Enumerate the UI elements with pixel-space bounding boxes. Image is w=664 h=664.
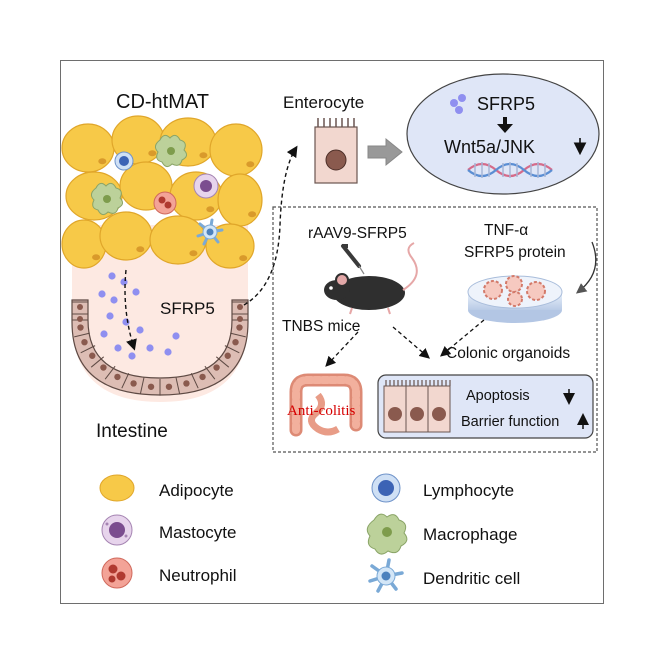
- enterocyte-label: Enterocyte: [283, 93, 364, 112]
- macrophage-in-tissue-2: [90, 182, 124, 216]
- nucleus: [224, 352, 231, 359]
- cd-htmat-label: CD-htMAT: [116, 91, 209, 113]
- nucleus: [147, 383, 155, 390]
- result-box: Apoptosis Barrier function: [377, 374, 594, 439]
- adipocyte-cell: [217, 173, 263, 227]
- syringe-icon: [341, 244, 365, 275]
- mastocyte-icon: [101, 514, 133, 546]
- treatment-arrow: [575, 241, 597, 294]
- epithelium-layer: [71, 299, 249, 396]
- secretion-arrow: [124, 269, 137, 351]
- enterocyte-cell: [314, 118, 358, 184]
- legend-item-lymphocyte: Lymphocyte: [371, 473, 514, 503]
- dendritic-cell-icon: [368, 558, 404, 593]
- arrow-mice-to-cells: [392, 326, 430, 359]
- adipocyte-cell: [149, 215, 207, 265]
- lymphocyte-icon: [371, 473, 401, 503]
- organoid-icons: [483, 275, 546, 307]
- arrow-to-colon: [325, 331, 359, 367]
- nucleus: [77, 324, 84, 331]
- nucleus: [165, 383, 173, 390]
- legend-label: Adipocyte: [159, 481, 234, 500]
- legend-label: Neutrophil: [159, 566, 237, 585]
- sfrp5-ellipse-label: SFRP5: [477, 94, 535, 114]
- sfrp5-crypt-label: SFRP5: [160, 299, 215, 318]
- adipocyte-cell: [61, 219, 107, 269]
- immune-cells: [90, 134, 224, 246]
- nucleus: [183, 380, 190, 387]
- neutrophil-in-tissue: [153, 191, 177, 215]
- anti-colitis-label: Anti-colitis: [287, 403, 355, 419]
- down-arrow-bold: [497, 117, 513, 133]
- nucleus: [100, 364, 107, 371]
- nucleus: [213, 364, 220, 371]
- intestine-crypt: [71, 225, 249, 402]
- raav9-label: rAAV9-SFRP5: [308, 225, 407, 242]
- enterocyte-arrow: [243, 145, 298, 306]
- legend-item-neutrophil: Neutrophil: [101, 557, 237, 589]
- legend: Adipocyte Lymphocyte Mastocyte: [99, 473, 520, 593]
- legend-item-adipocyte: Adipocyte: [99, 474, 234, 502]
- nucleus: [232, 338, 239, 346]
- nucleus: [236, 324, 243, 331]
- arrow-organoids-to-cells: [440, 319, 485, 357]
- sfrp5-protein-label: SFRP5 protein: [464, 244, 566, 261]
- nucleus: [130, 380, 137, 387]
- colon-icon: [289, 373, 363, 437]
- legend-label: Macrophage: [423, 525, 518, 544]
- adipocyte-cell: [209, 123, 263, 177]
- macrophage-icon: [366, 513, 408, 555]
- macrophage-in-tissue: [154, 134, 188, 168]
- tnbs-mice-label: TNBS mice: [282, 318, 360, 335]
- legend-item-dendritic-cell: Dendritic cell: [368, 558, 520, 593]
- nucleus: [114, 373, 121, 381]
- adipocyte-cell: [61, 123, 115, 173]
- adipocyte-cell: [99, 211, 153, 261]
- legend-label: Dendritic cell: [423, 569, 520, 588]
- intestine-label: Intestine: [96, 421, 168, 442]
- legend-item-mastocyte: Mastocyte: [101, 514, 236, 546]
- adipocyte-cell: [205, 223, 255, 269]
- dendritic-cell-in-tissue: [196, 218, 224, 246]
- organoids-label: Colonic organoids: [446, 345, 570, 362]
- nucleus: [81, 338, 88, 346]
- signaling-ellipse: SFRP5 Wnt5a/JNK: [406, 73, 600, 195]
- epithelial-cells: [72, 301, 248, 396]
- legend-label: Lymphocyte: [423, 481, 514, 500]
- legend-label: Mastocyte: [159, 523, 236, 542]
- nucleus: [89, 352, 96, 359]
- legend-item-macrophage: Macrophage: [366, 513, 518, 555]
- pathway-arrow: [367, 137, 403, 167]
- mastocyte-in-tissue: [193, 173, 219, 199]
- tnf-label: TNF-α: [484, 222, 528, 239]
- experiment-box: [272, 206, 598, 453]
- nucleus: [199, 373, 206, 381]
- adipocyte-icon: [99, 474, 135, 502]
- lymphocyte-in-tissue: [114, 151, 134, 171]
- apoptosis-label: Apoptosis: [466, 388, 530, 404]
- neutrophil-icon: [101, 557, 133, 589]
- petri-dish-icon: [467, 275, 563, 323]
- wnt-label: Wnt5a/JNK: [444, 137, 535, 157]
- dna-icon: [467, 162, 553, 178]
- mouse-icon: [324, 242, 418, 315]
- barrier-label: Barrier function: [461, 414, 559, 430]
- epithelial-cell-row: [383, 380, 451, 433]
